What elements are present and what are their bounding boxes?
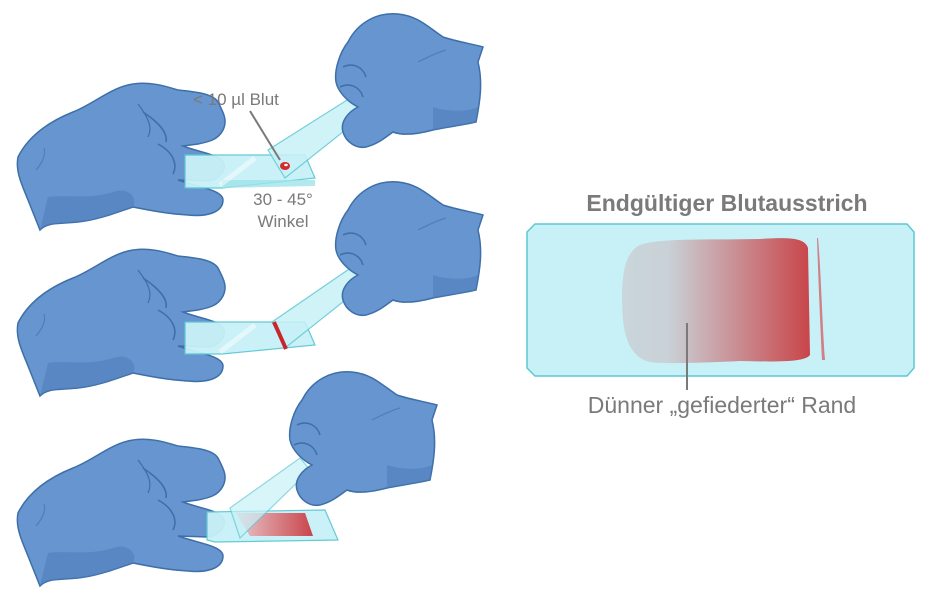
feathered-edge-caption: Dünner „gefiederter“ Rand [587,392,857,418]
angle-label: Winkel [257,212,309,231]
blood-drop [280,162,290,170]
blood-volume-label: < 10 µl Blut [193,90,279,109]
blood-smear [622,238,810,364]
blood-pointer-line [249,110,281,161]
step-2-spread-line-illustration [16,180,484,397]
right-glove-icon [334,180,484,317]
final-smear-illustration [526,223,915,390]
smear-start-line [817,238,825,360]
final-smear-title: Endgültiger Blutausstrich [586,190,868,216]
blood-line [272,321,288,350]
left-glove-icon [16,438,226,587]
step-3-push-smear-illustration [16,370,438,587]
right-glove-icon [288,370,438,507]
step-1-drop-illustration [16,12,484,231]
angle-value-label: 30 - 45° [253,190,313,209]
right-glove-icon [334,12,484,149]
